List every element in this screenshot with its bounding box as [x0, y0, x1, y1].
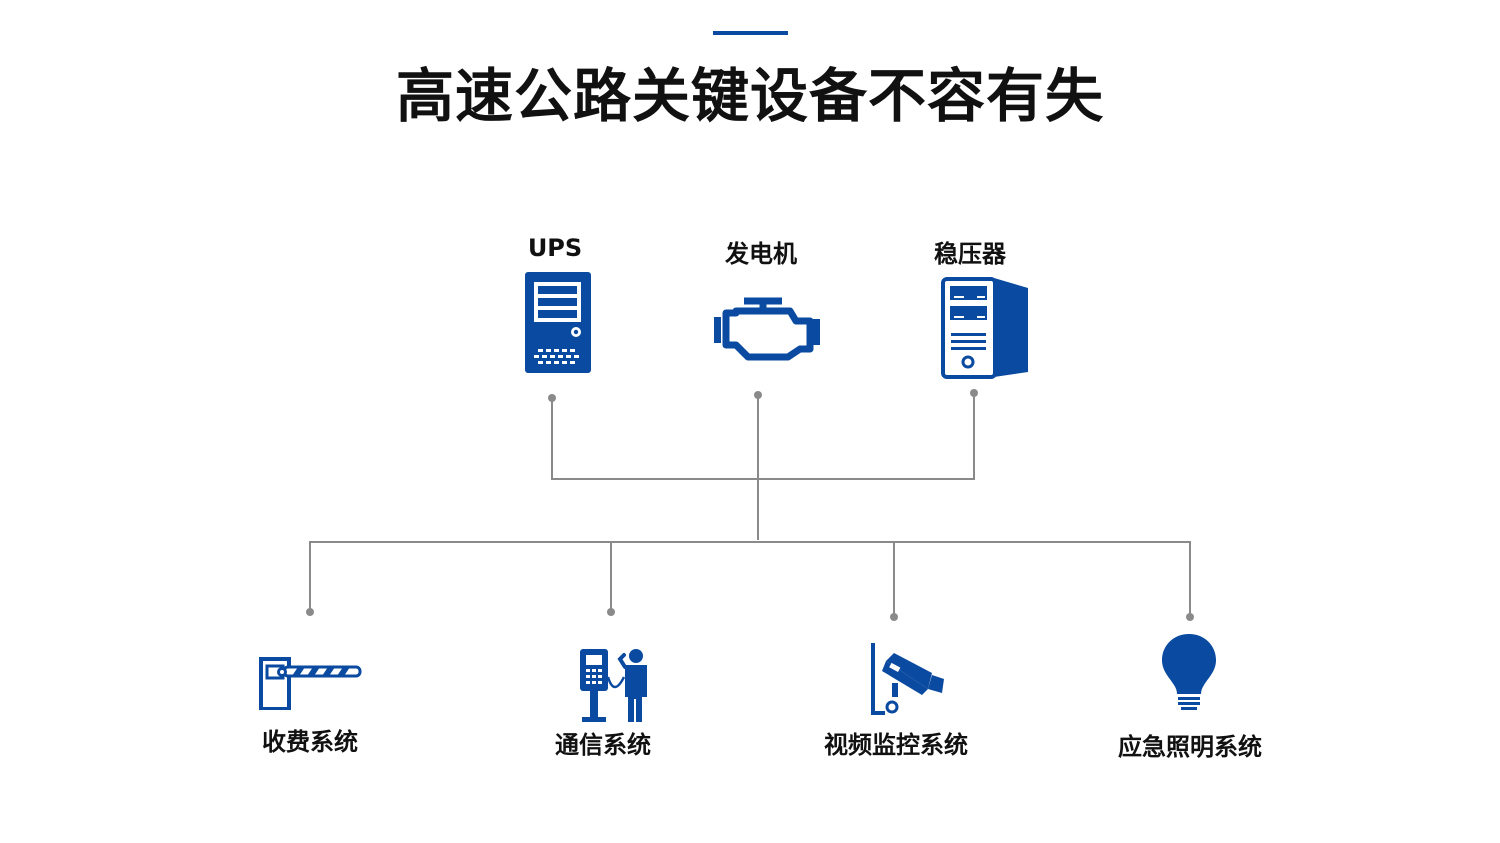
- node-dot-regulator: [970, 389, 978, 397]
- ups-cabinet-icon: [525, 272, 591, 373]
- page-title: 高速公路关键设备不容有失: [395, 62, 1104, 130]
- node-dot-toll: [306, 608, 314, 616]
- node-dot-generator: [754, 391, 762, 399]
- node-dot-lighting: [1186, 613, 1194, 621]
- node-dot-ups: [548, 394, 556, 402]
- engine-icon: [714, 297, 820, 361]
- top-bus-line: [551, 393, 975, 480]
- source-label-ups: UPS: [527, 234, 583, 262]
- system-label-lighting: 应急照明系统: [1118, 733, 1262, 761]
- system-label-cctv: 视频监控系统: [824, 731, 968, 759]
- intercom-person-icon: [580, 649, 647, 722]
- source-label-generator: 发电机: [725, 240, 797, 268]
- bottom-bus-line: [309, 541, 1191, 617]
- system-label-communication: 通信系统: [555, 731, 651, 759]
- system-label-toll: 收费系统: [262, 728, 358, 756]
- title-accent-bar: [713, 31, 788, 35]
- cctv-camera-icon: [871, 643, 944, 715]
- node-dot-comm: [607, 608, 615, 616]
- server-tower-icon: [941, 277, 1028, 379]
- toll-barrier-icon: [259, 657, 362, 710]
- source-label-regulator: 稳压器: [934, 240, 1006, 268]
- node-dot-cctv: [890, 613, 898, 621]
- light-bulb-icon: [1162, 634, 1216, 710]
